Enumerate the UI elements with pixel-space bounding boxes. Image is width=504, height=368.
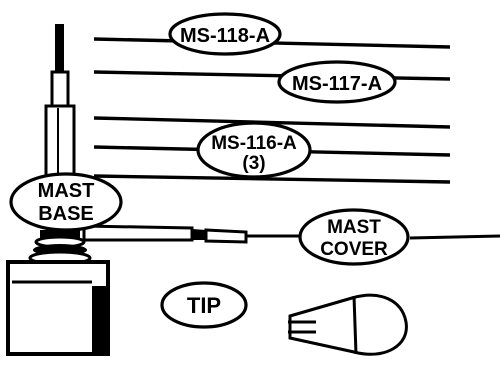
ms-116-a-label: MS-116-A (3) [196,121,312,179]
mast-cover-text-1: MAST [327,217,381,238]
ms-116-a-text: MS-116-A [211,133,297,154]
mast-base-text-1: MAST [38,180,95,202]
tip-part [288,293,408,356]
ms-117-a-mast-section [93,70,451,81]
mounting-block [6,260,110,356]
tip-text: TIP [187,293,221,318]
mast-base-label: MAST BASE [9,172,123,232]
mast-base-text-2: BASE [38,203,94,225]
ms-117-a-label: MS-117-A [277,60,397,104]
ms-116-a-quantity: (3) [242,153,265,174]
ms-118-a-text: MS-118-A [180,25,270,47]
ms-118-a-label: MS-118-A [168,12,282,56]
mast-cover-label: MAST COVER [298,208,410,266]
mast-cover-part [82,224,501,244]
tip-label: TIP [160,281,248,329]
assembled-mast [44,24,76,198]
mast-cover-text-2: COVER [320,239,388,260]
ms-117-a-text: MS-117-A [292,73,382,95]
